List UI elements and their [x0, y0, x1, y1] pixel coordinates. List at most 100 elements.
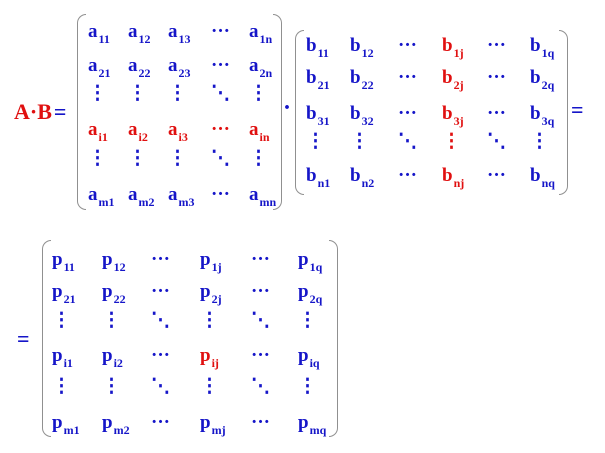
matrix-a-entry-r3-c4: ⋱: [211, 83, 230, 104]
leading-equals-sign: =: [17, 326, 30, 351]
matrix-p-entry-r2-c5: ···: [251, 281, 271, 302]
matrix-p-entry-r3-c2: ⋮: [102, 310, 121, 331]
matrix-p-entry-r5-c2: ⋮: [102, 376, 121, 397]
matrix-p-entry-r1-c1: p11: [52, 249, 75, 274]
matrix-p-entry-r2-c2: p22: [102, 281, 126, 306]
matrix-b-entry-r1-c2: b12: [350, 35, 374, 60]
matrix-a-entry-r6-c5: amn: [249, 184, 277, 209]
matrix-p-left-bracket: [42, 240, 51, 437]
matrix-b-entry-r3-c4: b3j: [442, 103, 464, 128]
matrix-a-entry-r5-c3: ⋮: [168, 148, 187, 169]
matrix-p-entry-r1-c3: ···: [151, 249, 171, 270]
matrix-p-entry-r6-c4: pmj: [200, 412, 226, 437]
matrix-p-entry-r4-c1: pi1: [52, 345, 73, 370]
matrix-a-entry-r6-c4: ···: [211, 184, 231, 205]
matrix-p-entry-r5-c5: ⋱: [251, 376, 270, 397]
trailing-equals-sign: =: [571, 97, 584, 122]
matrix-p-entry-r1-c5: ···: [251, 249, 271, 270]
matrix-b-entry-r4-c4: ⋮: [442, 131, 461, 152]
lhs-equals-sign: =: [53, 99, 67, 124]
matrix-a-entry-r1-c4: ···: [211, 21, 231, 42]
matrix-b-entry-r2-c4: b2j: [442, 67, 464, 92]
matrix-p-entry-r6-c5: ···: [251, 412, 271, 433]
matrix-p-entry-r3-c6: ⋮: [298, 310, 317, 331]
matrix-p-right-bracket: [329, 240, 338, 437]
matrix-p-entry-r4-c4: pij: [200, 345, 219, 370]
matrix-b-entry-r1-c6: b1q: [530, 35, 555, 60]
matrix-a-right-bracket: [273, 14, 282, 210]
matrix-b-entry-r4-c1: ⋮: [306, 131, 325, 152]
matrix-p-entry-r4-c5: ···: [251, 345, 271, 366]
matrix-p-entry-r6-c6: pmq: [298, 412, 327, 437]
matrix-b-entry-r4-c6: ⋮: [530, 131, 549, 152]
matrix-b-entry-r5-c1: bn1: [306, 165, 331, 190]
matrix-p-entry-r6-c1: pm1: [52, 412, 80, 437]
matrix-a-entry-r2-c4: ···: [211, 55, 231, 76]
matrix-a-entry-r2-c1: a21: [88, 55, 111, 80]
matrix-b-entry-r1-c1: b11: [306, 35, 329, 60]
matrix-b-entry-r2-c1: b21: [306, 67, 330, 92]
matrix-a-entry-r4-c2: ai2: [128, 119, 148, 144]
matrix-b-entry-r5-c3: ···: [398, 165, 418, 186]
matrix-a-entry-r3-c1: ⋮: [88, 83, 107, 104]
matrix-p-entry-r1-c2: p12: [102, 249, 126, 274]
matrix-p-entry-r4-c2: pi2: [102, 345, 123, 370]
matrix-b-entry-r4-c2: ⋮: [350, 131, 369, 152]
matrix-a-entry-r5-c4: ⋱: [211, 148, 230, 169]
matrix-p-entry-r5-c4: ⋮: [200, 376, 219, 397]
matrix-b-entry-r4-c5: ⋱: [487, 131, 506, 152]
matrix-a-entry-r6-c3: am3: [168, 184, 195, 209]
matrix-a-entry-r4-c1: ai1: [88, 119, 108, 144]
matrix-b-entry-r1-c5: ···: [487, 35, 507, 56]
matrix-b-entry-r3-c1: b31: [306, 103, 330, 128]
matrix-p-entry-r6-c3: ···: [151, 412, 171, 433]
matrix-a-entry-r1-c5: a1n: [249, 21, 273, 46]
matrix-p-entry-r5-c1: ⋮: [52, 376, 71, 397]
matrix-a-left-bracket: [77, 14, 86, 210]
matrix-b-entry-r5-c5: ···: [487, 165, 507, 186]
matrix-p-entry-r5-c6: ⋮: [298, 376, 317, 397]
matrix-p-entry-r3-c4: ⋮: [200, 310, 219, 331]
matrix-b-entry-r5-c6: bnq: [530, 165, 555, 190]
matrix-a-entry-r4-c5: ain: [249, 119, 270, 144]
matrix-b-right-bracket: [559, 30, 568, 195]
matrix-a-entry-r5-c2: ⋮: [128, 148, 147, 169]
matrix-a-entry-r1-c1: a11: [88, 21, 110, 46]
matrix-b-entry-r3-c3: ···: [398, 103, 418, 124]
matrix-a-entry-r1-c3: a13: [168, 21, 191, 46]
matrix-a-entry-r4-c3: ai3: [168, 119, 188, 144]
product-label-text: A·B: [14, 99, 52, 124]
matrix-a-entry-r5-c1: ⋮: [88, 148, 107, 169]
matrix-p-entry-r2-c4: p2j: [200, 281, 222, 306]
matrix-a-entry-r3-c2: ⋮: [128, 83, 147, 104]
matrix-b-entry-r1-c3: ···: [398, 35, 418, 56]
matrix-a-entry-r2-c2: a22: [128, 55, 151, 80]
matrix-p-entry-r3-c3: ⋱: [151, 310, 170, 331]
matrix-p-entry-r2-c1: p21: [52, 281, 76, 306]
matrix-b-entry-r3-c6: b3q: [530, 103, 555, 128]
matrix-a-entry-r6-c1: am1: [88, 184, 115, 209]
matrix-p-entry-r1-c4: p1j: [200, 249, 222, 274]
matrix-a-entry-r5-c5: ⋮: [249, 148, 268, 169]
matrix-p-entry-r1-c6: p1q: [298, 249, 323, 274]
matrix-a-entry-r6-c2: am2: [128, 184, 155, 209]
matrix-p-entry-r2-c3: ···: [151, 281, 171, 302]
matrix-p-entry-r3-c1: ⋮: [52, 310, 71, 331]
matrix-a-entry-r3-c5: ⋮: [249, 83, 268, 104]
matrix-p-entry-r3-c5: ⋱: [251, 310, 270, 331]
matrix-b-entry-r3-c5: ···: [487, 103, 507, 124]
matrix-a-entry-r2-c5: a2n: [249, 55, 273, 80]
product-label: A·B=: [14, 99, 66, 125]
matrix-b-entry-r5-c4: bnj: [442, 165, 465, 190]
matrix-a-entry-r1-c2: a12: [128, 21, 151, 46]
matrix-b-entry-r2-c5: ···: [487, 67, 507, 88]
matrix-b-entry-r4-c3: ⋱: [398, 131, 417, 152]
matrix-b-entry-r2-c2: b22: [350, 67, 374, 92]
matrix-b-entry-r2-c6: b2q: [530, 67, 555, 92]
matrix-b-entry-r2-c3: ···: [398, 67, 418, 88]
matrix-b-left-bracket: [295, 30, 304, 195]
matrix-b-entry-r3-c2: b32: [350, 103, 374, 128]
matrix-a-entry-r2-c3: a23: [168, 55, 191, 80]
matrix-p-entry-r6-c2: pm2: [102, 412, 130, 437]
matrix-a-entry-r4-c4: ···: [211, 119, 231, 140]
